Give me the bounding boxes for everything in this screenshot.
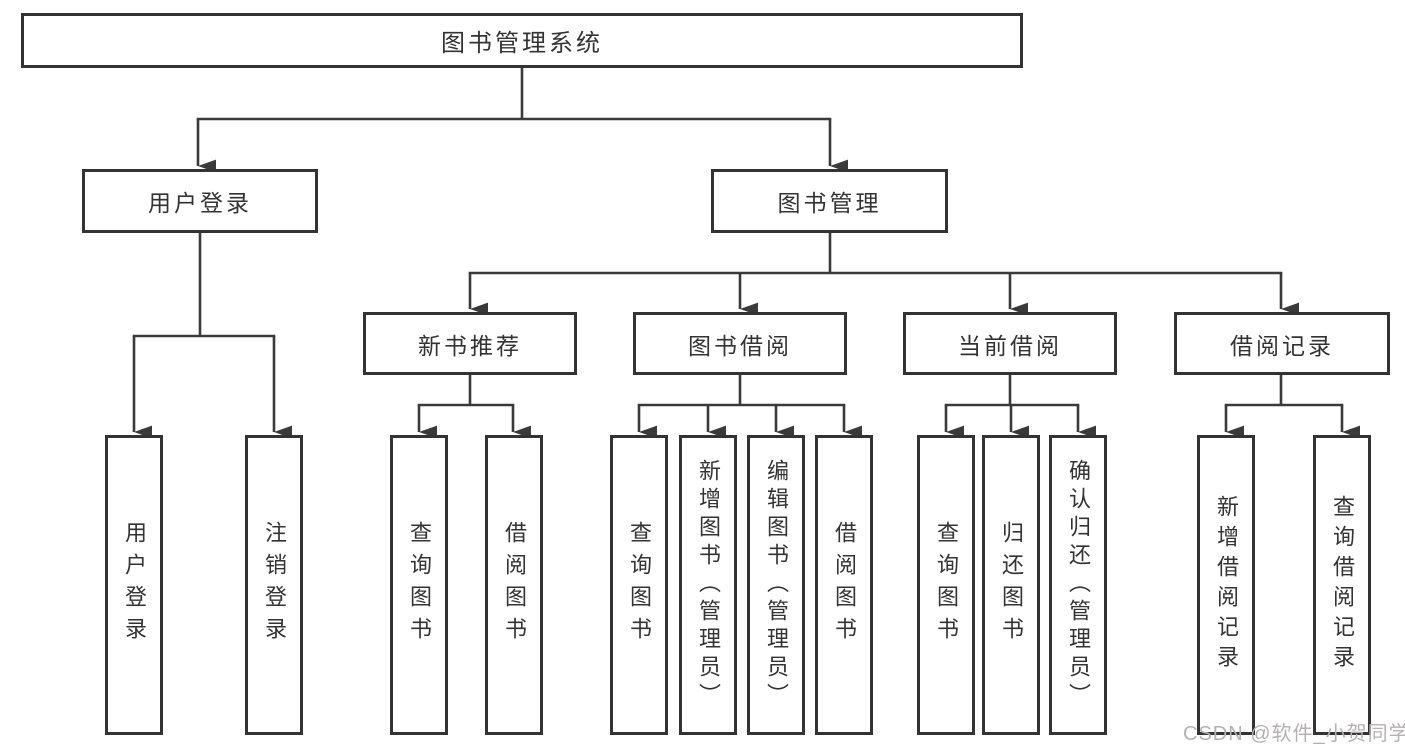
leaf-nbr-borrow-books: 借阅图书 xyxy=(485,435,543,735)
leaf-logout: 注销登录 xyxy=(245,435,303,735)
leaf-cb-return-books-label: 归还图书 xyxy=(999,521,1024,649)
leaf-cb-query-books-label: 查询图书 xyxy=(934,521,959,649)
leaf-cb-query-books: 查询图书 xyxy=(917,435,975,735)
leaf-logout-label: 注销登录 xyxy=(262,521,287,649)
node-user-login: 用户登录 xyxy=(82,169,318,233)
node-new-book-rec: 新书推荐 xyxy=(363,312,577,375)
leaf-cb-return-books: 归还图书 xyxy=(982,435,1040,735)
leaf-cb-confirm-return: 确认归还（管理员） xyxy=(1049,435,1107,735)
node-book-mgmt-label: 图书管理 xyxy=(777,190,882,216)
leaf-br-add-record-label: 新增借阅记录 xyxy=(1214,495,1239,675)
leaf-user-login-label: 用户登录 xyxy=(122,521,147,649)
node-borrow-records: 借阅记录 xyxy=(1174,312,1390,375)
connector-root-rail xyxy=(196,66,832,121)
node-current-borrow-label: 当前借阅 xyxy=(958,332,1062,359)
leaf-nbr-query-books: 查询图书 xyxy=(390,435,448,735)
node-borrow-records-label: 借阅记录 xyxy=(1230,332,1334,359)
leaf-bb-query-books-label: 查询图书 xyxy=(627,521,652,649)
node-new-book-rec-label: 新书推荐 xyxy=(418,332,522,359)
leaf-bb-add-books-label: 新增图书（管理员） xyxy=(696,459,721,711)
connector-user-login-rail xyxy=(132,231,276,338)
connector-book-borrow-rail xyxy=(637,373,846,407)
leaf-bb-borrow-books-label: 借阅图书 xyxy=(832,521,857,649)
node-user-login-label: 用户登录 xyxy=(148,190,252,216)
leaf-br-query-record-label: 查询借阅记录 xyxy=(1330,495,1355,675)
node-root: 图书管理系统 xyxy=(21,13,1023,68)
leaf-cb-confirm-return-label: 确认归还（管理员） xyxy=(1066,459,1091,711)
csdn-watermark: CSDN @软件_小贺同学 xyxy=(1183,723,1405,745)
connector-borrow-records-rail xyxy=(1224,373,1344,407)
node-root-label: 图书管理系统 xyxy=(441,30,603,57)
connector-current-borrow-rail xyxy=(944,373,1080,407)
leaf-user-login: 用户登录 xyxy=(105,435,163,735)
connector-new-book-rec-rail xyxy=(417,373,515,407)
node-current-borrow: 当前借阅 xyxy=(903,312,1117,375)
node-book-borrow: 图书借阅 xyxy=(633,312,847,375)
leaf-br-add-record: 新增借阅记录 xyxy=(1197,435,1255,735)
leaf-br-query-record: 查询借阅记录 xyxy=(1313,435,1371,735)
node-book-borrow-label: 图书借阅 xyxy=(688,332,792,359)
connector-book-mgmt-rail xyxy=(468,231,1283,275)
node-book-mgmt: 图书管理 xyxy=(711,169,948,233)
leaf-bb-borrow-books: 借阅图书 xyxy=(815,435,873,735)
leaf-nbr-query-books-label: 查询图书 xyxy=(407,521,432,649)
leaf-bb-add-books: 新增图书（管理员） xyxy=(679,435,737,735)
leaf-bb-query-books: 查询图书 xyxy=(610,435,668,735)
leaf-bb-edit-books-label: 编辑图书（管理员） xyxy=(764,459,789,711)
leaf-bb-edit-books: 编辑图书（管理员） xyxy=(747,435,805,735)
leaf-nbr-borrow-books-label: 借阅图书 xyxy=(502,521,527,649)
